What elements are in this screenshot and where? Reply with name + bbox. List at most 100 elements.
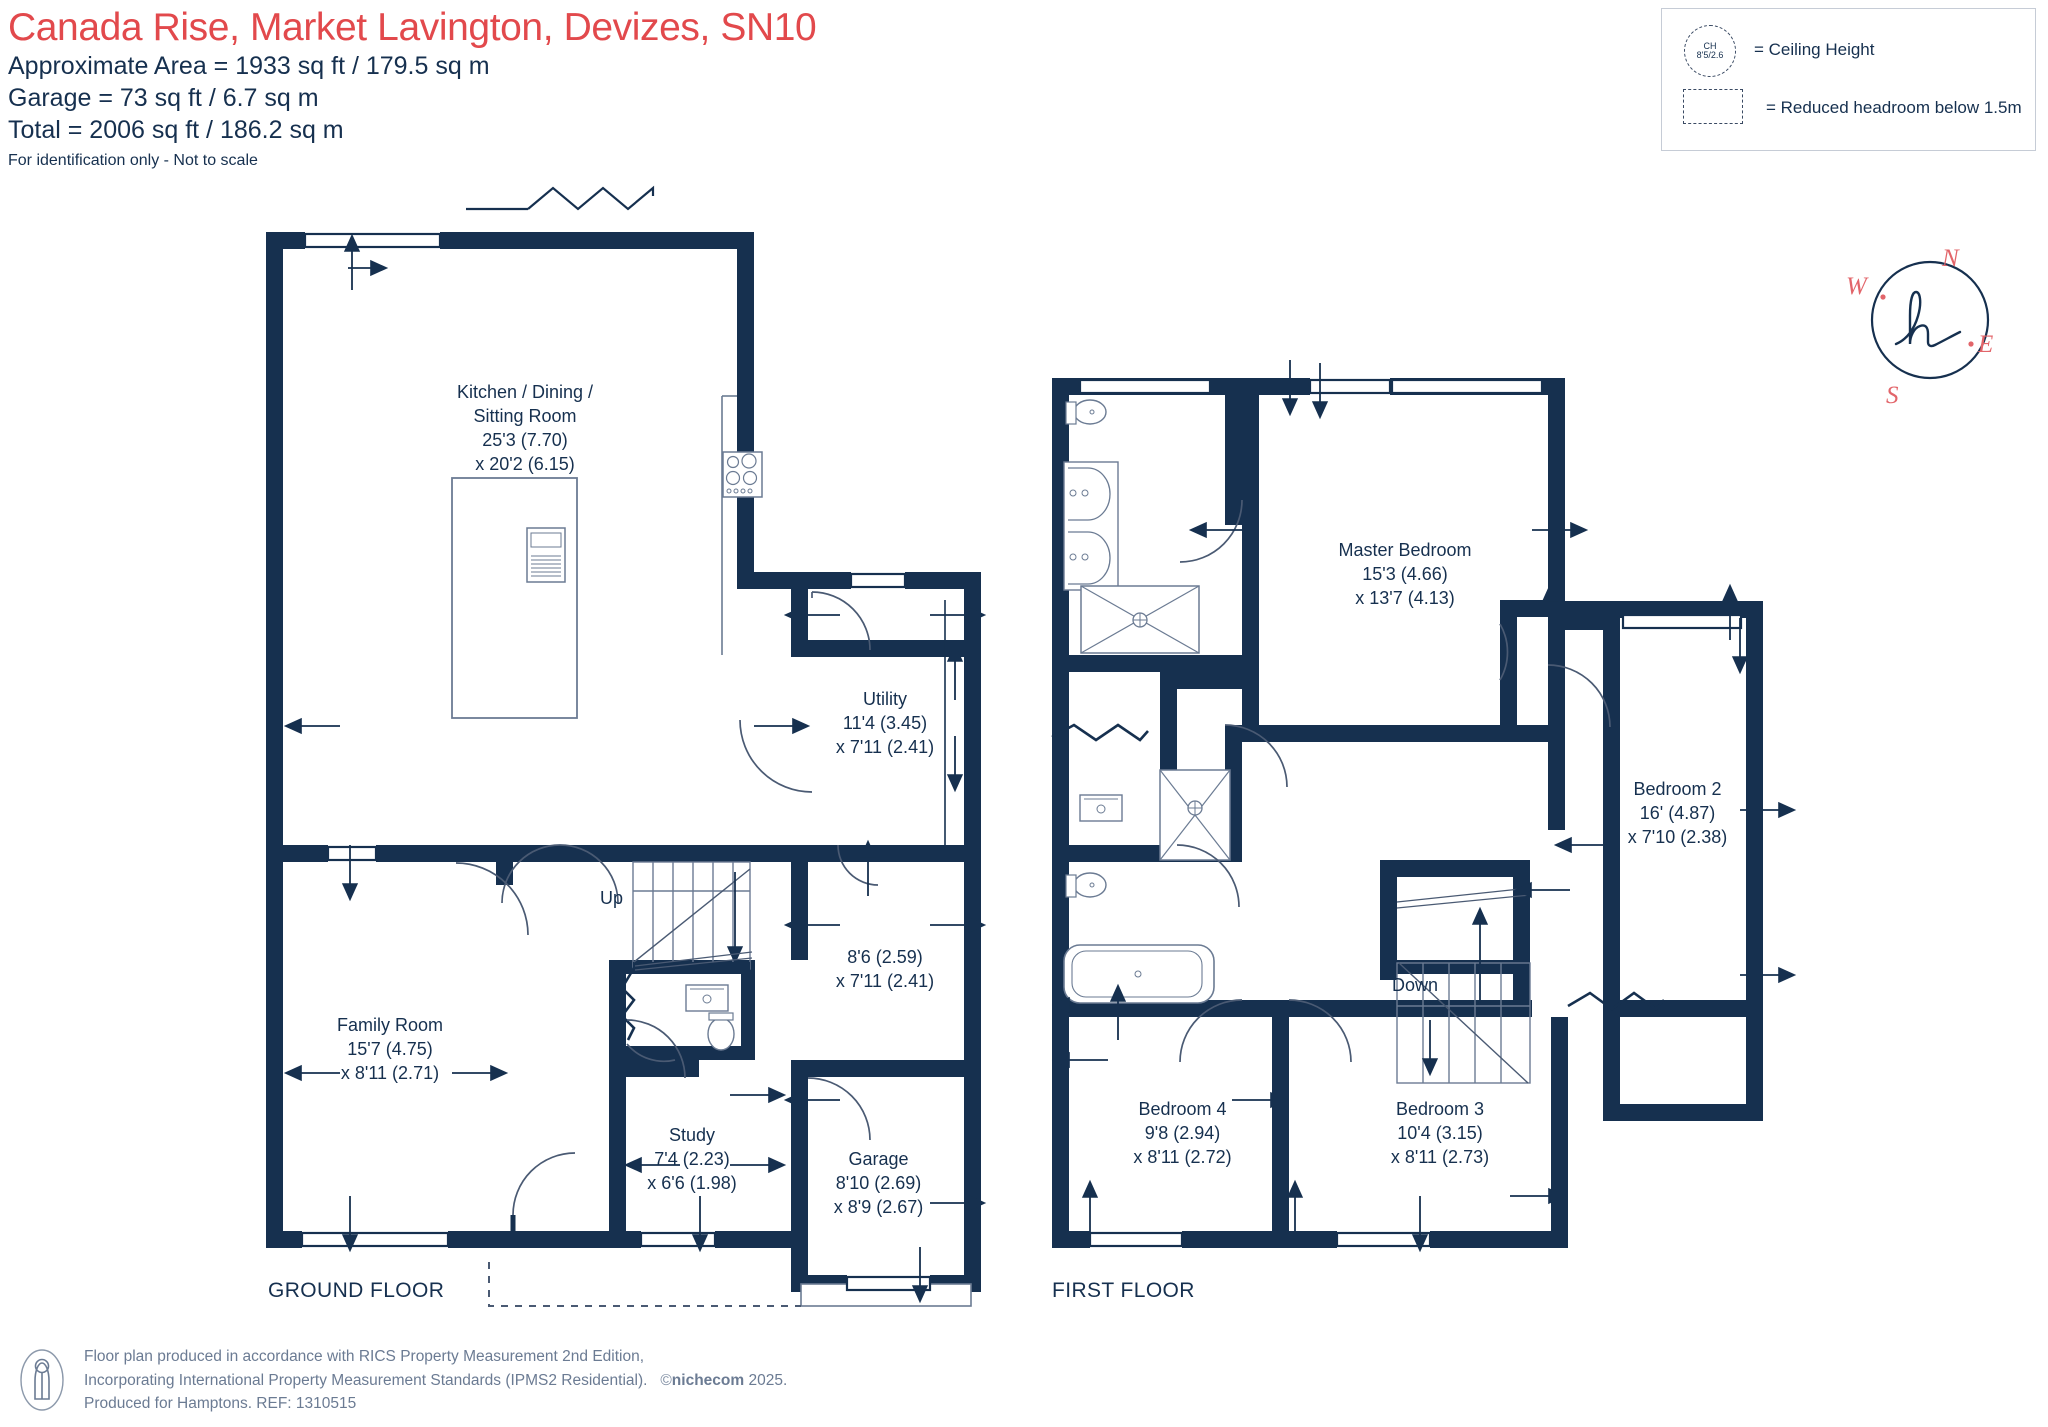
- break-line-landing: [1051, 723, 1149, 742]
- garage-door-opening: [800, 1283, 972, 1307]
- window-master-top2: [1390, 378, 1544, 395]
- window-utility-top: [849, 572, 907, 589]
- header-block: Canada Rise, Market Lavington, Devizes, …: [8, 6, 1208, 170]
- legend-row-reduced-headroom: = Reduced headroom below 1.5m: [1662, 87, 2035, 137]
- roofline-zigzag: [527, 185, 655, 211]
- door-bedroom4: [1179, 999, 1243, 1063]
- floor-title-ground: GROUND FLOOR: [268, 1279, 445, 1302]
- arch-hall-left: [501, 844, 561, 904]
- floor-title-first: FIRST FLOOR: [1052, 1279, 1195, 1302]
- page-title: Canada Rise, Market Lavington, Devizes, …: [8, 6, 817, 49]
- legend-label-reduced-headroom: = Reduced headroom below 1.5m: [1766, 98, 2022, 117]
- door-bedroom2: [1547, 664, 1611, 728]
- stair-label-down: Down: [1392, 975, 1439, 995]
- room-dim-1: 9'8 (2.94): [1144, 1122, 1221, 1143]
- room-label-utility: Utility 11'4 (3.45) x 7'11 (2.41): [800, 688, 970, 760]
- disclaimer-text: For identification only - Not to scale: [8, 151, 258, 169]
- room-dim-1: 16' (4.87): [1639, 802, 1716, 823]
- footer-brand-a: ni: [671, 1371, 686, 1389]
- room-dim-1: 8'6 (2.59): [847, 947, 923, 967]
- footer-brand-c: om: [720, 1371, 745, 1389]
- room-dim-2: x 20'2 (6.15): [475, 453, 575, 474]
- door-study: [626, 1019, 686, 1079]
- room-label-kitchen: Kitchen / Dining / Sitting Room 25'3 (7.…: [425, 381, 625, 477]
- room-label-bedroom-3: Bedroom 3 10'4 (3.15) x 8'11 (2.73): [1355, 1098, 1525, 1170]
- window-kitchen-top: [303, 232, 442, 249]
- person-measure-icon: [19, 1349, 65, 1411]
- room-dim-1: 7'4 (2.23): [654, 1148, 730, 1169]
- kitchen-hob-icon: [722, 451, 763, 498]
- room-name: Garage: [848, 1149, 909, 1169]
- room-dim-1: 15'7 (4.75): [347, 1038, 433, 1059]
- compass-north-label: N: [1941, 245, 1960, 272]
- garage-dashed-outline: [488, 1262, 801, 1307]
- room-dim-2: x 8'9 (2.67): [833, 1196, 924, 1217]
- room-dim-1: 8'10 (2.69): [835, 1172, 922, 1193]
- room-label-study: Study 7'4 (2.23) x 6'6 (1.98): [612, 1124, 772, 1196]
- window-family-bottom: [300, 1231, 450, 1248]
- room-name-2: Sitting Room: [473, 405, 577, 426]
- compass-south-label: S: [1886, 382, 1899, 408]
- window-bathroom-top: [1078, 378, 1212, 395]
- ch-symbol-line2: 8'5/2.6: [1696, 50, 1724, 60]
- room-label-bedroom-2: Bedroom 2 16' (4.87) x 7'10 (2.38): [1590, 778, 1765, 850]
- room-dim-1: 15'3 (4.66): [1362, 563, 1448, 584]
- footer-line-3: Produced for Hamptons. REF: 1310515: [84, 1395, 357, 1413]
- ensuite-fixtures: [1063, 399, 1200, 654]
- area-line-3: Total = 2006 sq ft / 186.2 sq m: [8, 115, 344, 144]
- dashed-rectangle-icon: [1683, 89, 1743, 124]
- door-bedroom3: [1288, 999, 1352, 1063]
- door-family-hall: [455, 862, 529, 936]
- room-dim-2: x 6'6 (1.98): [647, 1172, 737, 1193]
- door-garage: [807, 1077, 871, 1141]
- window-bedroom3-bottom: [1335, 1231, 1432, 1248]
- compass-rose: N E S W: [1840, 228, 2020, 409]
- room-dim-2: x 7'10 (2.38): [1627, 826, 1728, 847]
- area-line-1: Approximate Area = 1933 sq ft / 179.5 sq…: [8, 51, 490, 80]
- room-dim-1: 25'3 (7.70): [482, 429, 568, 450]
- footer-line-1: Floor plan produced in accordance with R…: [84, 1348, 645, 1365]
- room-label-garage: Garage 8'10 (2.69) x 8'9 (2.67): [796, 1148, 961, 1220]
- ch-symbol-line1: CH: [1703, 40, 1717, 51]
- footer-line-2-standards: Incorporating International Property Mea…: [84, 1371, 648, 1389]
- room-dim-2: x 8'11 (2.73): [1390, 1146, 1490, 1167]
- room-name: Bedroom 4: [1138, 1099, 1227, 1119]
- kitchen-island: [451, 477, 578, 719]
- door-master: [1224, 724, 1288, 788]
- door-ensuite: [1179, 499, 1243, 563]
- window-bedroom2-top: [1621, 613, 1743, 630]
- room-dim-2: x 7'11 (2.41): [835, 970, 935, 991]
- staircase-up: [632, 861, 751, 970]
- room-label-bedroom-4: Bedroom 4 9'8 (2.94) x 8'11 (2.72): [1100, 1098, 1265, 1170]
- room-dim-1: 11'4 (3.45): [842, 712, 928, 733]
- footer-brand-b: chec: [685, 1371, 721, 1389]
- window-study-bottom: [639, 1231, 717, 1248]
- stair-label-up: Up: [600, 888, 624, 908]
- room-label-inner-hall: 8'6 (2.59) x 7'11 (2.41): [800, 946, 970, 994]
- room-dim-2: x 7'11 (2.41): [835, 736, 935, 757]
- room-name: Bedroom 3: [1395, 1099, 1485, 1119]
- footer-copyright-symbol: ©: [660, 1371, 672, 1389]
- door-bathroom2: [1176, 844, 1240, 908]
- kitchen-appliance: [526, 527, 566, 583]
- area-line-2: Garage = 73 sq ft / 6.7 sq m: [8, 83, 319, 112]
- stair-break-line: [620, 967, 636, 1041]
- room-name: Kitchen / Dining /: [456, 382, 594, 402]
- compass-east-label: E: [1977, 331, 1993, 358]
- cloakroom-fixtures: [685, 984, 735, 1051]
- room-label-master-bedroom: Master Bedroom 15'3 (4.66) x 13'7 (4.13): [1300, 539, 1510, 611]
- room-dim-2: x 8'11 (2.71): [340, 1062, 440, 1083]
- window-master-top1: [1308, 378, 1392, 395]
- door-front: [512, 1152, 576, 1216]
- room-name: Family Room: [336, 1015, 443, 1035]
- legend-box: CH 8'5/2.6 = Ceiling Height = Reduced he…: [1661, 8, 2036, 151]
- room-dim-1: 10'4 (3.15): [1397, 1122, 1483, 1143]
- door-utility-hall: [837, 844, 879, 886]
- footer-year: 2025.: [748, 1371, 788, 1389]
- dashed-circle-icon: CH 8'5/2.6: [1684, 25, 1736, 77]
- break-line-bedroom2: [1567, 991, 1665, 1011]
- room-label-family-room: Family Room 15'7 (4.75) x 8'11 (2.71): [290, 1014, 490, 1086]
- bathroom-fixtures: [1063, 769, 1231, 1004]
- room-name: Bedroom 2: [1633, 779, 1722, 799]
- room-name: Study: [668, 1125, 716, 1145]
